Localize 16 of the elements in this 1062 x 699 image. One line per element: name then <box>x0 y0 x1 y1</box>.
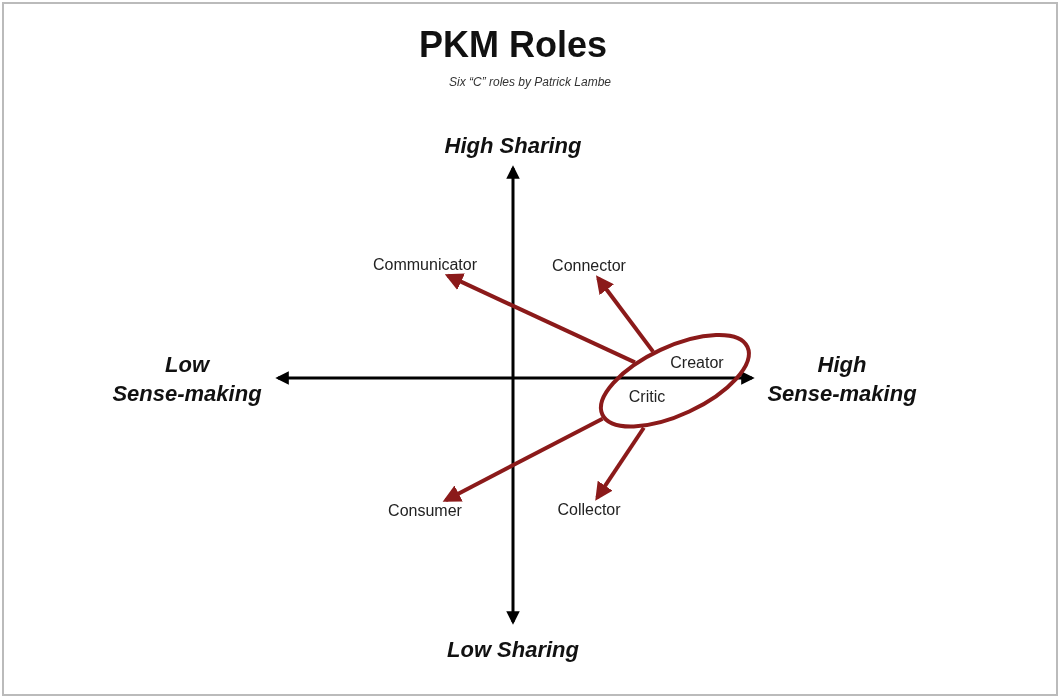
role-label: Connector <box>552 257 626 275</box>
axis-label: High Sense-making <box>766 351 918 408</box>
role-label: Consumer <box>388 502 462 520</box>
arrow <box>595 426 646 501</box>
axis-label: Low Sharing <box>447 637 579 663</box>
arrow <box>442 416 604 502</box>
role-label: Collector <box>557 501 621 519</box>
role-label: Communicator <box>373 256 477 274</box>
subtitle: Six “C” roles by Patrick Lambe <box>449 75 611 89</box>
axis-label: High Sharing <box>444 133 582 159</box>
title: PKM Roles <box>419 24 607 66</box>
axis-label: Low Sense-making <box>111 351 263 408</box>
arrow <box>444 273 636 365</box>
role-label: Critic <box>628 388 666 406</box>
role-label: Creator <box>670 354 724 372</box>
arrow <box>595 275 655 353</box>
